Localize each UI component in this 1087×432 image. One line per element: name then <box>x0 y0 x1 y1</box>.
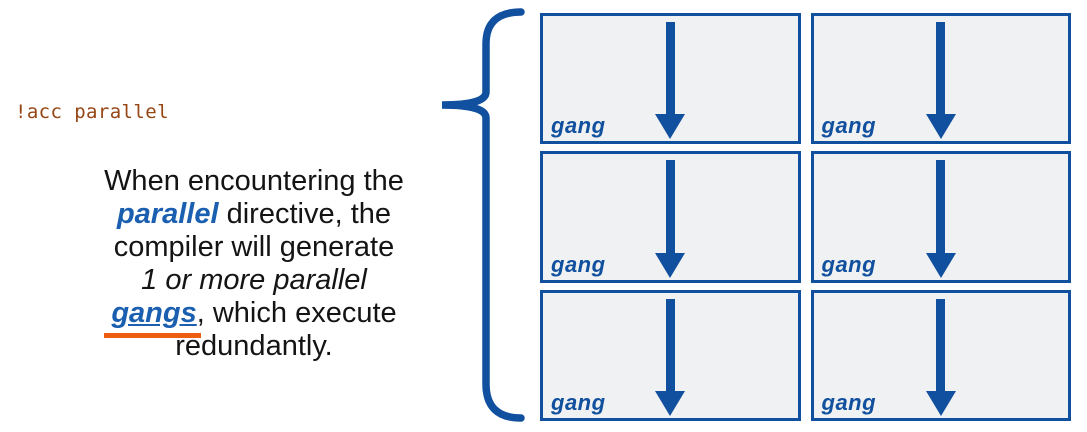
gang-box: gang <box>810 289 1071 421</box>
parallel-keyword: parallel <box>116 198 219 230</box>
code-directive-label: !acc parallel <box>15 101 169 123</box>
explanation-line: 1 or more parallel <box>38 264 470 297</box>
gang-box: gang <box>540 289 801 421</box>
explanation-line: When encountering the <box>38 165 470 198</box>
explanation-line4-text: 1 or more parallel <box>141 264 367 296</box>
curly-brace-icon <box>428 8 528 424</box>
down-arrow-icon <box>925 22 956 140</box>
down-arrow-icon <box>655 298 686 416</box>
gang-label: gang <box>551 113 606 139</box>
gang-box: gang <box>540 151 801 283</box>
gangs-keyword: gangs <box>111 297 197 329</box>
gang-box: gang <box>540 13 801 145</box>
gang-label: gang <box>551 251 606 277</box>
explanation-line: compiler will generate <box>38 231 470 264</box>
down-arrow-icon <box>655 22 686 140</box>
gang-label: gang <box>821 113 877 139</box>
explanation-line: parallel directive, the <box>38 198 470 231</box>
gang-label: gang <box>821 251 877 277</box>
explanation-text: When encountering the parallel directive… <box>38 165 470 363</box>
down-arrow-icon <box>925 160 956 278</box>
gang-label: gang <box>821 389 877 415</box>
explanation-line1-text: When encountering the <box>104 165 404 197</box>
explanation-line: redundantly. <box>38 330 470 363</box>
gang-box: gang <box>810 151 1071 283</box>
explanation-line2-text: directive, the <box>218 198 392 230</box>
gang-label: gang <box>551 389 606 415</box>
down-arrow-icon <box>925 298 956 416</box>
explanation-line5-text: , which execute <box>196 297 397 329</box>
explanation-line: gangs, which execute <box>38 297 470 330</box>
explanation-line6-text: redundantly. <box>175 330 333 362</box>
explanation-line3-text: compiler will generate <box>113 231 395 263</box>
gang-grid: gang gang gang gang gang gang <box>540 13 1071 421</box>
gang-box: gang <box>810 13 1071 145</box>
down-arrow-icon <box>655 160 686 278</box>
